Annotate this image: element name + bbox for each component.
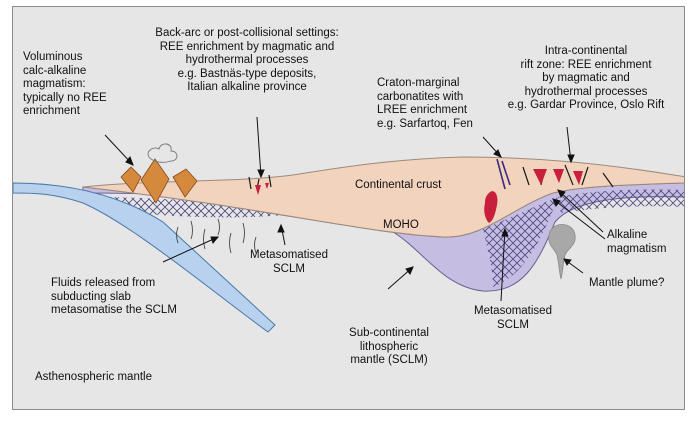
label-metasomatised-sclm-right: Metasomatised SCLM	[474, 305, 552, 331]
metasomatised-zone-center	[483, 197, 558, 287]
eruption-plume	[147, 143, 178, 163]
subducting-slab	[13, 182, 276, 333]
label-metasomatised-sclm-left: Metasomatised SCLM	[250, 249, 328, 275]
continental-crust	[82, 156, 684, 238]
carbonatite-dykes	[496, 158, 511, 190]
label-sclm: Sub-continental lithospheric mantle (SCL…	[349, 327, 429, 366]
volcano-center	[140, 158, 170, 204]
label-asthenospheric-mantle: Asthenospheric mantle	[35, 371, 152, 383]
mantle-plume	[548, 224, 576, 280]
label-moho: MOHO	[383, 219, 419, 231]
figure-frame: Voluminous calc-alkaline magmatism: typi…	[12, 6, 685, 410]
rift-intrusions	[484, 164, 614, 223]
label-alkaline-magmatism: Alkaline magmatism	[607, 229, 667, 255]
label-intra-continental-rift: Intra-continental rift zone: REE enrichm…	[507, 45, 665, 111]
label-fluids-released: Fluids released from subducting slab met…	[51, 277, 177, 316]
metasomatised-zone-right	[558, 189, 684, 213]
fluid-streaks	[176, 218, 257, 254]
label-mantle-plume: Mantle plume?	[589, 277, 665, 289]
volcano-right	[172, 168, 198, 198]
volcano-left	[120, 166, 142, 193]
leader-arrows	[104, 116, 606, 302]
geology-cross-section	[13, 7, 684, 409]
label-back-arc-settings: Back-arc or post-collisional settings: R…	[155, 27, 339, 93]
label-continental-crust: Continental crust	[355, 179, 442, 191]
back-arc-intrusions	[248, 174, 272, 195]
volcanic-arc	[120, 158, 198, 204]
label-calc-alkaline-magmatism: Voluminous calc-alkaline magmatism: typi…	[23, 51, 107, 117]
label-craton-marginal-carbonatites: Craton-marginal carbonatites with LREE e…	[377, 77, 473, 130]
